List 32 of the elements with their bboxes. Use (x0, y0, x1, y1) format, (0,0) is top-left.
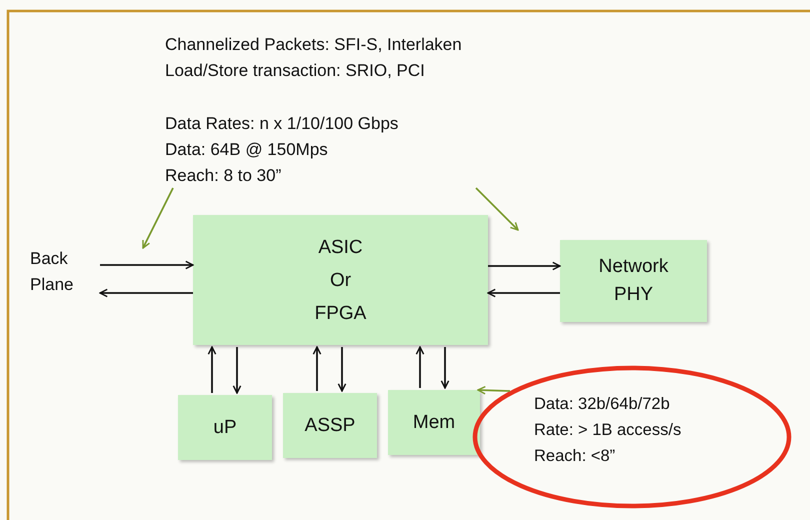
arrow (100, 260, 194, 270)
spec-note: Load/Store transaction: SRIO, PCI (165, 60, 426, 82)
arrow (99, 288, 193, 298)
arrow (488, 262, 561, 270)
arrow (487, 288, 560, 298)
block-label: Mem (412, 411, 456, 435)
arrow (208, 346, 216, 393)
spec-note: Data Rates: n x 1/10/100 Gbps (165, 113, 400, 135)
arrow (440, 347, 450, 389)
block-label: ASIC Or FPGA (314, 236, 368, 326)
spec-note: Data: 64B @ 150Mps (165, 139, 329, 161)
block-label: Network PHY (598, 255, 670, 307)
arrow (338, 347, 346, 392)
block-box (178, 395, 272, 460)
node-label: Back Plane (30, 248, 74, 296)
spec-note: Rate: > 1B access/s (534, 420, 682, 441)
block-box (388, 390, 480, 455)
block-box (560, 240, 707, 322)
pointer-arrow (477, 386, 510, 395)
block-box (193, 215, 488, 345)
arrow (232, 347, 242, 394)
block-box (283, 393, 377, 458)
pointer-arrow (475, 187, 519, 231)
block-label: uP (212, 416, 238, 440)
arrow (312, 346, 322, 391)
pointer-arrow (142, 188, 174, 249)
arrow (416, 346, 424, 388)
spec-note: Data: 32b/64b/72b (534, 394, 671, 415)
spec-note: Channelized Packets: SFI-S, Interlaken (165, 34, 463, 56)
spec-note: Reach: 8 to 30” (165, 165, 282, 187)
block-label: ASSP (304, 414, 356, 438)
spec-note: Reach: <8” (534, 446, 616, 467)
